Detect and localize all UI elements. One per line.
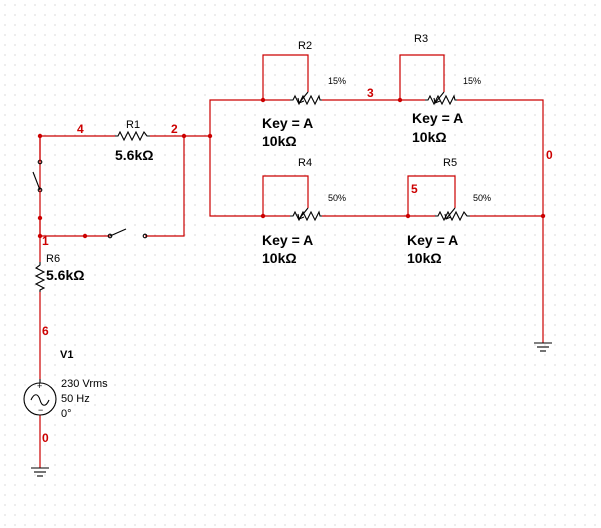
v1-phase-label: 0°: [61, 408, 72, 420]
r5-percent-label: 50%: [473, 193, 491, 203]
r1-value-label: 5.6kΩ: [115, 147, 153, 163]
switch-s1[interactable]: [32, 136, 43, 218]
arrowhead: [433, 97, 441, 104]
plus-sign-icon: +: [37, 381, 42, 391]
wires: [39, 54, 544, 468]
minus-sign-icon: −: [38, 405, 43, 415]
junction-dot: [260, 97, 266, 103]
r5-key-label: Key = A: [407, 232, 458, 248]
node-label-0-bottom: 0: [42, 431, 49, 445]
r2-value-label: 10kΩ: [262, 133, 297, 149]
v1-ref-label: V1: [60, 349, 73, 361]
junction-dot: [397, 97, 403, 103]
r2-key-label: Key = A: [262, 115, 313, 131]
switch-blade: [109, 228, 127, 237]
resistor-zigzag: [34, 262, 46, 292]
switch-s2[interactable]: [107, 228, 148, 239]
r4-key-label: Key = A: [262, 232, 313, 248]
potentiometer-r4[interactable]: [290, 207, 322, 222]
node-label-4: 4: [77, 122, 84, 136]
v1-frequency-label: 50 Hz: [61, 393, 90, 405]
wire-r3-wiper[interactable]: [399, 54, 445, 100]
r3-ref-label: R3: [414, 33, 428, 45]
resistor-r1[interactable]: [115, 130, 150, 142]
wire-r5-wiper[interactable]: [407, 175, 456, 216]
wire-r3-out[interactable]: [457, 99, 544, 343]
wiper-arrow: [298, 91, 309, 104]
resistor-zigzag: [290, 210, 322, 222]
potentiometer-r3[interactable]: [425, 91, 457, 106]
junction-dot: [181, 133, 187, 139]
node-label-3: 3: [367, 86, 374, 100]
switch-contact: [107, 233, 113, 239]
r5-ref-label: R5: [443, 157, 457, 169]
ground-symbol-right: [534, 342, 552, 352]
node-label-0-right: 0: [546, 148, 553, 162]
r5-value-label: 10kΩ: [407, 250, 442, 266]
r4-value-label: 10kΩ: [262, 250, 297, 266]
resistor-zigzag: [425, 94, 457, 106]
arrowhead: [297, 97, 305, 104]
arrowhead: [444, 213, 452, 220]
node-label-5: 5: [411, 182, 418, 196]
wire-r2-wiper[interactable]: [262, 54, 309, 100]
v1-amplitude-label: 230 Vrms: [61, 378, 108, 390]
potentiometer-r2[interactable]: [290, 91, 322, 106]
node-label-1: 1: [42, 234, 49, 248]
r2-percent-label: 15%: [328, 76, 346, 86]
wire-r4-wiper[interactable]: [262, 175, 309, 216]
ground-symbol-bottom: [31, 467, 49, 477]
node-label-2: 2: [171, 122, 178, 136]
junction-dot: [405, 213, 411, 219]
arrowhead: [297, 213, 305, 220]
r3-percent-label: 15%: [463, 76, 481, 86]
resistor-zigzag: [435, 210, 470, 222]
switch-blade: [32, 171, 41, 191]
sine-wave-icon: [30, 394, 50, 406]
source-circle: [23, 382, 57, 416]
junction-dot: [207, 133, 213, 139]
r4-ref-label: R4: [298, 157, 312, 169]
ac-source-v1[interactable]: + −: [23, 379, 57, 416]
junction-dot: [37, 233, 43, 239]
r2-ref-label: R2: [298, 40, 312, 52]
resistor-r6[interactable]: [34, 262, 46, 292]
node-label-6: 6: [42, 324, 49, 338]
r3-key-label: Key = A: [412, 110, 463, 126]
r3-value-label: 10kΩ: [412, 129, 447, 145]
r1-ref-label: R1: [126, 119, 140, 131]
switch-contact: [142, 233, 148, 239]
r6-value-label: 5.6kΩ: [46, 267, 84, 283]
junction-dot: [82, 233, 88, 239]
wiper-arrow: [298, 207, 309, 220]
junction-dot: [260, 213, 266, 219]
r6-ref-label: R6: [46, 253, 60, 265]
potentiometer-r5[interactable]: [435, 207, 470, 222]
junction-dot: [540, 213, 546, 219]
wire-right-loop[interactable]: [145, 136, 185, 237]
wiper-arrow: [445, 207, 456, 220]
resistor-zigzag: [290, 94, 322, 106]
r4-percent-label: 50%: [328, 193, 346, 203]
wiper-arrow: [434, 91, 445, 104]
resistor-zigzag: [115, 130, 150, 142]
